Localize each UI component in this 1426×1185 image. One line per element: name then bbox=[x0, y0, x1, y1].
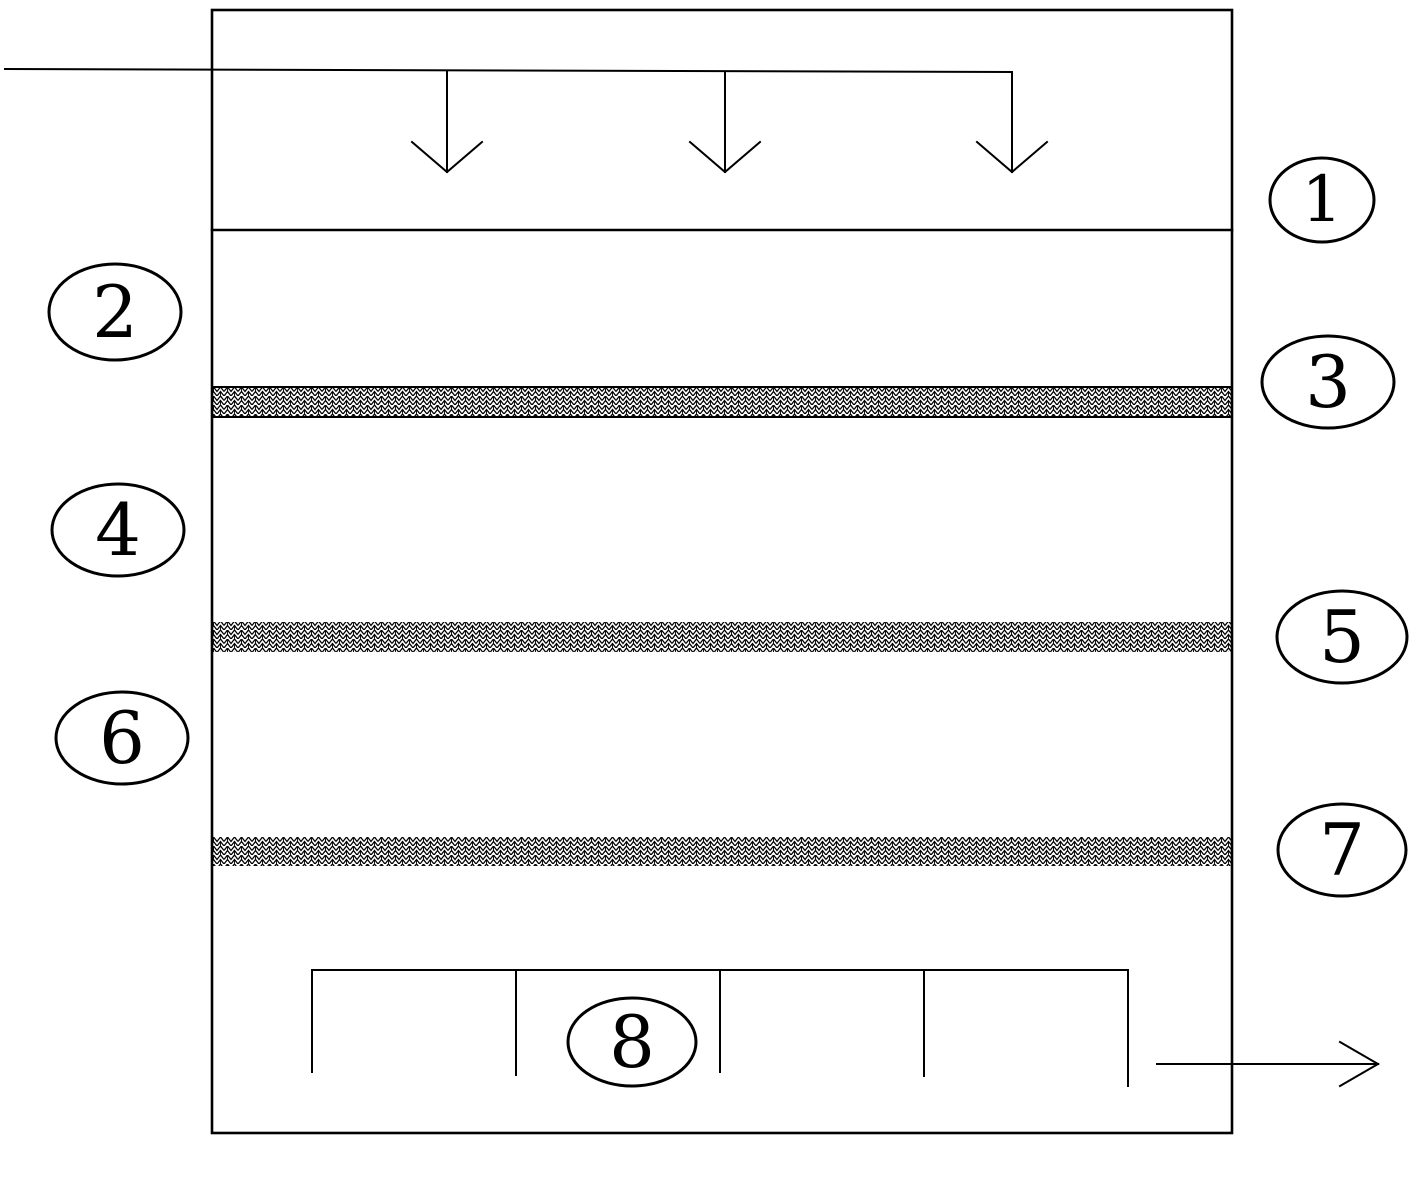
label-4-text: 4 bbox=[95, 488, 141, 572]
label-5: 5 bbox=[1275, 589, 1409, 685]
label-4: 4 bbox=[50, 482, 186, 578]
label-6-ring bbox=[54, 690, 190, 786]
label-8-ring bbox=[566, 996, 698, 1088]
bottom-collector bbox=[311, 969, 1129, 1087]
inlet-arrow-1 bbox=[410, 71, 484, 174]
hatched-layer-upper bbox=[211, 386, 1233, 418]
label-6: 6 bbox=[54, 690, 190, 786]
label-7-text: 7 bbox=[1319, 808, 1365, 892]
label-7: 7 bbox=[1276, 802, 1408, 898]
label-5-ring bbox=[1275, 589, 1409, 685]
label-8: 8 bbox=[566, 996, 698, 1088]
label-3-ring bbox=[1260, 334, 1396, 430]
label-5-text: 5 bbox=[1319, 595, 1365, 679]
label-3: 3 bbox=[1260, 334, 1396, 430]
inlet-distributor bbox=[3, 67, 1049, 174]
label-1-ring bbox=[1268, 156, 1376, 244]
label-1-text: 1 bbox=[1302, 163, 1343, 237]
inlet-pipe bbox=[3, 67, 1014, 74]
label-7-ring bbox=[1276, 802, 1408, 898]
label-1: 1 bbox=[1268, 156, 1376, 244]
label-8-text: 8 bbox=[609, 1000, 655, 1084]
label-6-text: 6 bbox=[99, 696, 145, 780]
label-2: 2 bbox=[47, 262, 183, 362]
label-2-text: 2 bbox=[92, 270, 138, 354]
vessel-outline bbox=[210, 8, 1234, 1135]
outlet-arrow bbox=[1156, 1040, 1380, 1088]
label-4-ring bbox=[50, 482, 186, 578]
hatched-layer-lower bbox=[213, 837, 1231, 866]
label-3-text: 3 bbox=[1305, 340, 1351, 424]
inlet-arrow-3 bbox=[975, 71, 1049, 174]
hatched-layer-middle bbox=[213, 622, 1231, 652]
inlet-arrow-2 bbox=[688, 71, 762, 174]
label-2-ring bbox=[47, 262, 183, 362]
